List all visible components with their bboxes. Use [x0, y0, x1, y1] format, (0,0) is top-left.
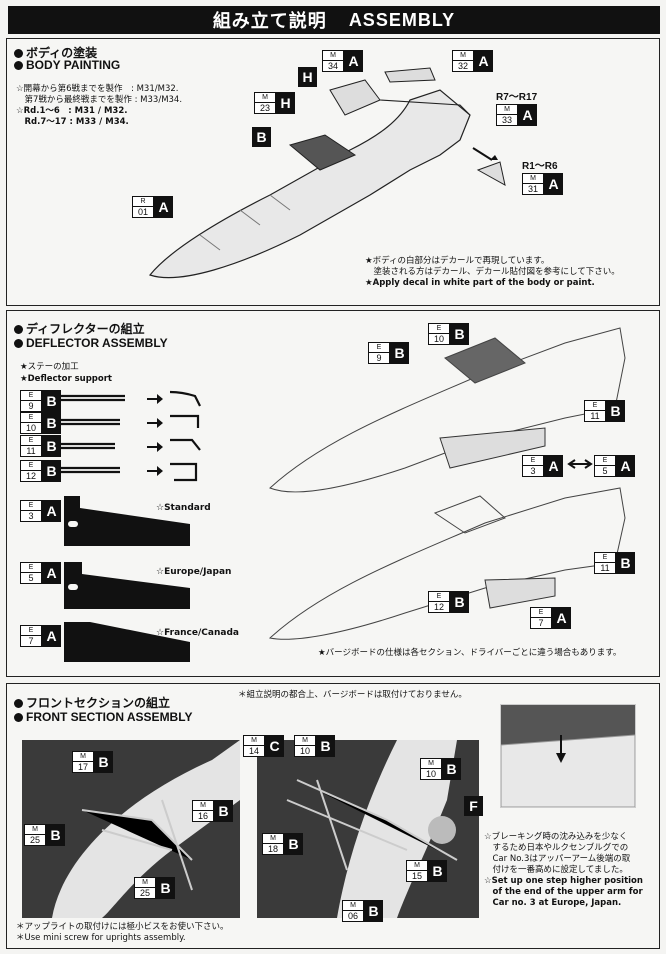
front-photo-middle: [257, 740, 479, 918]
front-tag-f: F: [464, 796, 483, 816]
deflector-title-en: DEFLECTOR ASSEMBLY: [14, 336, 168, 350]
round-notes: ☆開幕から第6戦までを製作 : M31/M32. 第7戦から最終戦までを製作 :…: [16, 84, 182, 128]
deflector-panel: [6, 310, 660, 677]
part-tag-b: B: [252, 127, 271, 147]
bullet-icon: [14, 713, 23, 722]
round-note-en-1: ☆Rd.1～6 : M31 / M32.: [16, 106, 128, 116]
deflector-variant-shapes: [64, 496, 190, 662]
bullet-icon: [14, 49, 23, 58]
front-nose-mid-drawing: [286, 740, 458, 918]
bullet-icon: [14, 61, 23, 70]
body-painting-title-jp: ボディの塗装: [14, 44, 97, 61]
brake-note-line-4: 付けを一番高めに設定してました。: [484, 865, 628, 875]
body-painting-title-en: BODY PAINTING: [14, 58, 120, 72]
front-title-jp: フロントセクションの組立: [14, 694, 170, 711]
bargeboard-omitted-note: ＊組立説明の都合上、バージボードは取付けておりません。: [238, 690, 467, 700]
front-nose-left-drawing: [52, 740, 240, 918]
brake-note-line-3: Car No.3はアッパーアーム後端の取: [484, 854, 631, 864]
decal-note-jp-2: 塗装される方はデカール、デカール貼付図を参考にして下さい。: [365, 267, 620, 277]
header-title-jp: 組み立て説明: [212, 11, 327, 32]
bargeboard-note: ★バージボードの仕様は各セクション、ドライバーごとに違う場合もあります。: [318, 648, 622, 658]
brake-note-line-7: Car no. 3 at Europe, Japan.: [484, 898, 622, 908]
upper-arm-photo: [500, 704, 636, 808]
stay-bending-diagram: [60, 390, 201, 482]
brake-note: ☆ブレーキング時の沈み込みを少なく するため日本やルクセンブルグでの Car N…: [484, 832, 643, 909]
support-label-jp: ★ステーの加工: [20, 362, 79, 372]
support-label-en: ★Deflector support: [20, 374, 112, 384]
variant-label-standard: ☆Standard: [156, 503, 211, 513]
upper-arm-drawing: [501, 705, 635, 807]
page-header: 組み立て説明 ASSEMBLY: [8, 6, 660, 34]
round-note-jp-2: 第7戦から最終戦までを製作 : M33/M34.: [16, 95, 183, 105]
bullet-icon: [14, 699, 23, 708]
brake-note-line-2: するため日本やルクセンブルグでの: [484, 843, 629, 853]
bullet-icon: [14, 339, 23, 348]
uprights-note: ＊アップライトの取付けには極小ビスをお使い下さい。 ＊Use mini scre…: [16, 922, 229, 944]
brake-note-line-5: ☆Set up one step higher position: [484, 876, 643, 886]
brake-note-line-1: ☆ブレーキング時の沈み込みを少なく: [484, 832, 628, 842]
decal-note-en: ★Apply decal in white part of the body o…: [365, 278, 595, 288]
deflector-car-diagrams: [268, 327, 626, 640]
variant-label-europe-japan: ☆Europe/Japan: [156, 567, 232, 577]
brake-note-line-6: of the end of the upper arm for: [484, 887, 643, 897]
part-tag-h: H: [298, 67, 317, 87]
front-title-en: FRONT SECTION ASSEMBLY: [14, 710, 192, 724]
variant-label-france-canada: ☆France/Canada: [156, 628, 239, 638]
uprights-note-jp: ＊アップライトの取付けには極小ビスをお使い下さい。: [16, 922, 229, 932]
car-body-illustration: [148, 67, 506, 279]
round-label-r7-r17: R7～R17: [496, 92, 538, 103]
header-title-en: ASSEMBLY: [348, 9, 456, 30]
round-label-r1-r6: R1～R6: [522, 161, 558, 172]
bullet-icon: [14, 325, 23, 334]
deflector-title-jp: ディフレクターの組立: [14, 320, 145, 337]
round-note-jp-1: ☆開幕から第6戦までを製作 : M31/M32.: [16, 84, 179, 94]
decal-note-jp-1: ★ボディの白部分はデカールで再現しています。: [365, 256, 550, 266]
uprights-note-en: ＊Use mini screw for uprights assembly.: [16, 933, 186, 943]
round-note-en-2: Rd.7～17 : M33 / M34.: [16, 117, 129, 127]
decal-note: ★ボディの白部分はデカールで再現しています。 塗装される方はデカール、デカール貼…: [365, 256, 620, 289]
